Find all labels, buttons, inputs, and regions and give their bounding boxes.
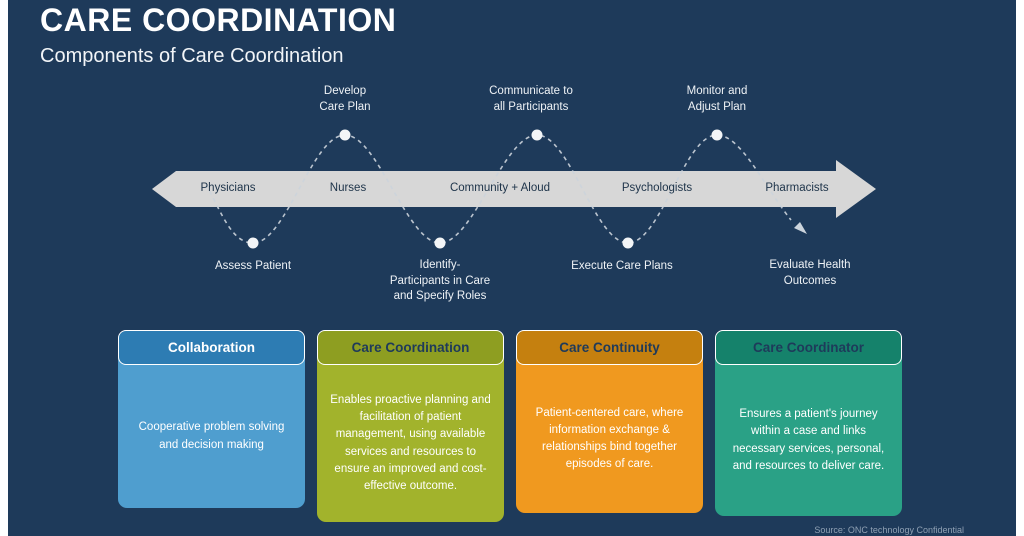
- band-label-community: Community + Aloud: [449, 182, 551, 194]
- band-label-physicians: Physicians: [200, 182, 256, 194]
- wave-node-dot: [531, 129, 543, 141]
- timeline-bottom-label-assess-patient: Assess Patient: [214, 260, 292, 272]
- card-collaboration-body: Cooperative problem solving and decision…: [118, 365, 305, 508]
- wave-node-dot: [622, 237, 634, 249]
- timeline-top-label-communicate: Communicate to all Participants: [489, 85, 573, 113]
- card-collaboration-title: Collaboration: [118, 330, 305, 365]
- card-care-coordination-body-text: Enables proactive planning and facilitat…: [330, 393, 491, 492]
- card-care-coordination: Care Coordination Enables proactive plan…: [317, 330, 504, 522]
- slide-title: CARE COORDINATION: [40, 2, 397, 38]
- card-collaboration: Collaboration Cooperative problem solvin…: [118, 330, 305, 508]
- card-care-continuity-body: Patient-centered care, where information…: [516, 365, 703, 513]
- page-margin-left: [0, 0, 8, 536]
- timeline-arrow-band: [152, 160, 876, 218]
- timeline-wave-path: [205, 134, 792, 244]
- timeline-bottom-label-evaluate-outcomes: Evaluate Health Outcomes: [769, 259, 851, 287]
- timeline-top-label-develop-care-plan: Develop Care Plan: [319, 85, 371, 113]
- slide-subtitle: Components of Care Coordination: [40, 45, 344, 67]
- page-margin-right: [1016, 0, 1024, 536]
- timeline-top-label-monitor-adjust: Monitor and Adjust Plan: [686, 85, 748, 113]
- wave-node-dot: [247, 237, 259, 249]
- wave-end-arrowhead-icon: [794, 222, 807, 234]
- wave-node-dot: [434, 237, 446, 249]
- card-care-continuity-title: Care Continuity: [516, 330, 703, 365]
- card-care-continuity-body-text: Patient-centered care, where information…: [535, 406, 684, 471]
- card-care-continuity: Care Continuity Patient-centered care, w…: [516, 330, 703, 513]
- band-label-pharmacists: Pharmacists: [765, 182, 829, 194]
- card-care-coordinator-body: Ensures a patient's journey within a cas…: [715, 365, 902, 516]
- wave-node-dot: [711, 129, 723, 141]
- card-care-coordination-body: Enables proactive planning and facilitat…: [317, 365, 504, 522]
- timeline-bottom-label-identify-participants: Identify- Participants in Care and Speci…: [389, 259, 491, 303]
- timeline-bottom-label-execute-care-plans: Execute Care Plans: [571, 260, 673, 272]
- band-label-nurses: Nurses: [329, 182, 367, 194]
- card-collaboration-body-text: Cooperative problem solving and decision…: [138, 421, 285, 451]
- card-care-coordination-title: Care Coordination: [317, 330, 504, 365]
- card-care-coordinator-title: Care Coordinator: [715, 330, 902, 365]
- source-note: Source: ONC technology Confidential: [814, 525, 964, 535]
- card-care-coordinator-body-text: Ensures a patient's journey within a cas…: [732, 408, 885, 472]
- band-label-psychologists: Psychologists: [621, 182, 693, 194]
- wave-node-dot: [339, 129, 351, 141]
- card-care-coordinator: Care Coordinator Ensures a patient's jou…: [715, 330, 902, 516]
